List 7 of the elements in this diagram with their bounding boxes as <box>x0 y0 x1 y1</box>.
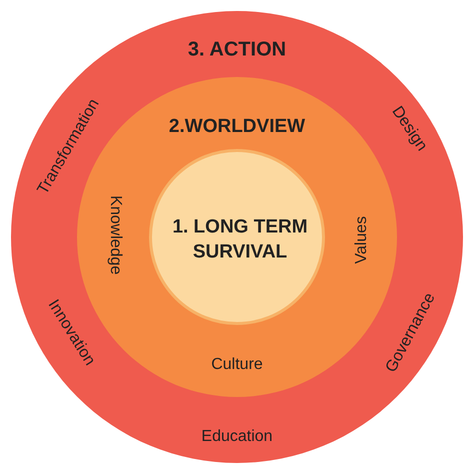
ring-label: Culture <box>211 356 263 374</box>
heading: 2.WORLDVIEW <box>168 116 306 138</box>
heading: 3. ACTION <box>188 38 286 62</box>
center-label: 1. LONG TERM SURVIVAL <box>171 215 309 264</box>
ring-label: Values <box>353 216 371 264</box>
ring-label: Knowledge <box>106 195 124 275</box>
ring-label: Education <box>201 428 273 446</box>
